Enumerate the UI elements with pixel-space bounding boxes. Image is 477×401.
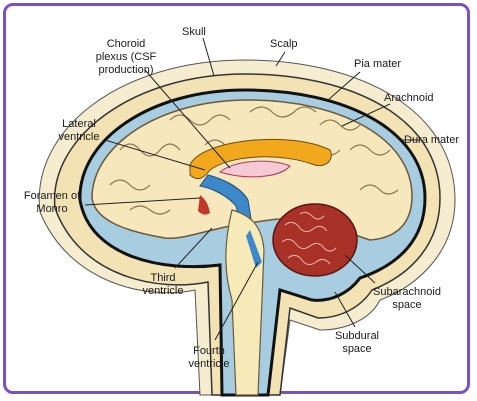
label-third-ventricle: Third ventricle (128, 272, 198, 298)
label-dura-mater: Dura mater (404, 134, 459, 147)
label-skull: Skull (182, 26, 206, 39)
label-foramen-of-monro: Foramen of Monro (14, 190, 90, 216)
label-subarachnoid-space: Subarachnoid space (362, 286, 452, 312)
label-fourth-ventricle: Fourth ventricle (174, 345, 244, 371)
label-pia-mater: Pia mater (354, 58, 401, 71)
label-choroid-plexus: Choroid plexus (CSF production) (76, 38, 176, 77)
label-subdural-space: Subdural space (322, 330, 392, 356)
label-lateral-ventricle: Lateral ventricle (44, 118, 114, 144)
label-arachnoid: Arachnoid (384, 92, 434, 105)
label-scalp: Scalp (270, 38, 298, 51)
